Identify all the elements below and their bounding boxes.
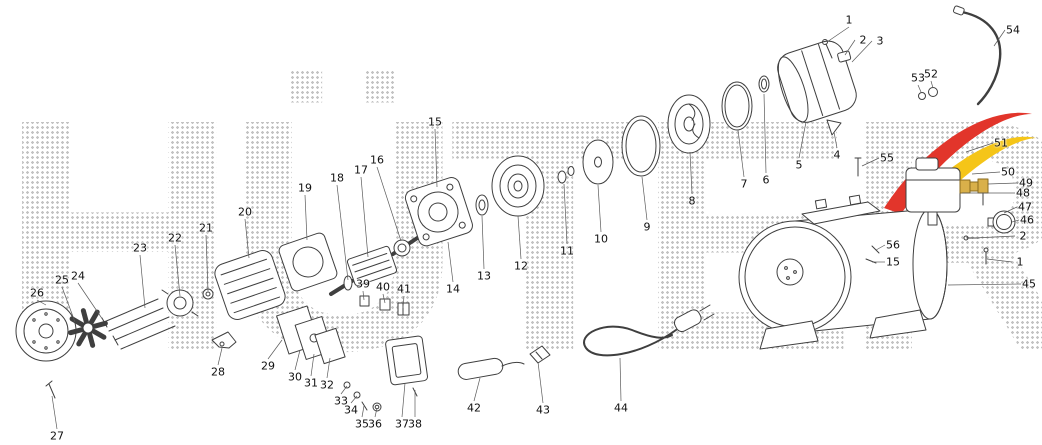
- small-fasteners: [343, 381, 382, 412]
- pressure-tank: [738, 194, 989, 350]
- leader-line: [689, 151, 693, 195]
- leader-line: [971, 171, 1001, 175]
- leader-line: [930, 80, 934, 89]
- terminal-plates: [276, 305, 346, 365]
- leader-line: [763, 93, 767, 174]
- tie-bolts: [101, 298, 176, 350]
- leader-line: [473, 377, 481, 402]
- leader-line: [360, 176, 369, 258]
- leader-line: [737, 129, 745, 178]
- leader-line: [350, 395, 358, 404]
- leader-line: [361, 405, 365, 418]
- leader-line: [326, 357, 331, 379]
- gasket-ring: [621, 115, 661, 177]
- leader-line: [619, 357, 622, 402]
- leader-line: [517, 215, 522, 260]
- leader-line: [340, 385, 348, 395]
- leader-line: [1003, 206, 1018, 214]
- brass-fittings: [959, 178, 989, 206]
- leader-line: [217, 347, 223, 366]
- leader-line: [851, 40, 873, 63]
- leader-line: [481, 215, 485, 270]
- switch-cable: [918, 5, 1002, 106]
- leader-line: [641, 176, 648, 221]
- bearing-cover: [161, 289, 199, 317]
- leader-line: [798, 121, 807, 159]
- leader-line: [434, 128, 438, 188]
- motor-fan: [68, 308, 108, 348]
- leader-line: [1011, 219, 1020, 223]
- motor-housing: [214, 250, 286, 320]
- leader-line: [77, 282, 104, 321]
- leader-line: [986, 258, 1013, 263]
- leader-line: [51, 395, 58, 430]
- leader-line: [374, 407, 378, 418]
- seal-disc: [491, 155, 545, 217]
- leader-line: [336, 184, 349, 281]
- leader-line: [597, 184, 602, 233]
- leader-line: [205, 234, 209, 292]
- leader-line: [833, 131, 838, 149]
- leader-line: [447, 241, 454, 283]
- o-ring: [721, 81, 753, 131]
- leader-line: [965, 142, 994, 153]
- terminal-box-cover: [385, 335, 428, 397]
- leader-line: [382, 293, 386, 304]
- pressure-gauge: [987, 210, 1016, 234]
- mechanical-seal: [475, 194, 489, 216]
- leader-line: [844, 39, 856, 56]
- leader-line: [304, 194, 308, 241]
- leader-line: [537, 361, 544, 404]
- shaft-washer: [202, 288, 214, 300]
- pressure-switch: [905, 157, 989, 226]
- impeller: [667, 94, 711, 154]
- leader-line: [174, 244, 181, 297]
- leader-line: [826, 26, 850, 43]
- capacitor: [457, 357, 525, 380]
- leader-line: [402, 295, 405, 309]
- small-ring: [758, 75, 770, 93]
- pump-bracket: [404, 177, 473, 247]
- leader-lines: [36, 26, 1022, 430]
- leader-line: [987, 182, 1019, 185]
- terminal-small-parts: [359, 295, 410, 316]
- leader-line: [563, 183, 568, 245]
- leader-line: [376, 166, 402, 242]
- power-cord: [583, 304, 715, 357]
- leader-line: [362, 290, 365, 301]
- mounting-bracket: [211, 331, 237, 349]
- pump-casing: [777, 39, 862, 177]
- diffuser-disc: [582, 139, 614, 185]
- screw-icon: [45, 380, 56, 399]
- leader-line: [267, 339, 283, 360]
- leader-line: [973, 235, 1016, 239]
- rotor-shaft: [329, 227, 433, 296]
- fan-cover: [15, 300, 77, 362]
- leader-line: [139, 254, 146, 309]
- leader-line: [993, 29, 1006, 47]
- leader-line: [875, 244, 886, 251]
- leader-line: [401, 382, 406, 418]
- leader-line: [917, 84, 922, 93]
- leader-line: [36, 299, 47, 306]
- leader-line: [294, 349, 301, 371]
- small-washers: [557, 166, 575, 184]
- leader-line: [947, 283, 1022, 286]
- leader-line: [61, 286, 76, 323]
- leader-line: [861, 157, 880, 167]
- leader-line: [310, 353, 315, 377]
- cable-clamp: [529, 345, 551, 364]
- stator: [278, 232, 338, 292]
- leader-line: [244, 218, 250, 259]
